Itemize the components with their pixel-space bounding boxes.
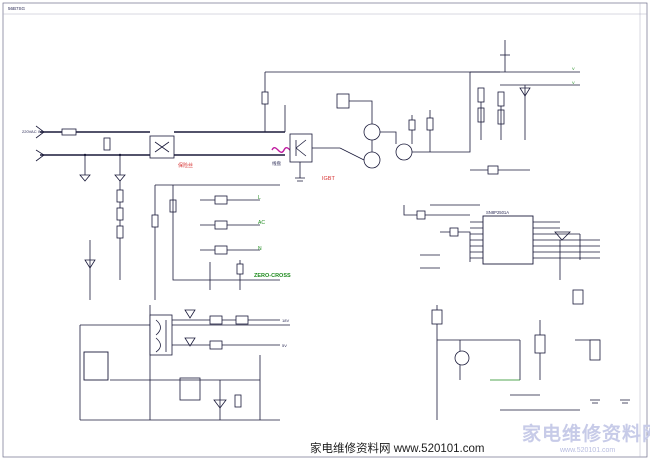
driver-q1: [363, 123, 381, 141]
sense-network: L AC N ZERO-CROSS: [84, 180, 291, 300]
net-v1: V: [572, 66, 575, 71]
driver-q2: [363, 151, 381, 169]
fuse: [61, 128, 77, 136]
coil-label: 线盘: [272, 160, 281, 166]
fuse-callout: 保险丝: [178, 162, 193, 169]
connector-j1: [431, 309, 443, 325]
connector-j2: [534, 334, 546, 354]
transformer: [149, 314, 173, 356]
control-io: [431, 289, 630, 420]
watermark-logo: 家电维修资料网: [522, 422, 650, 445]
zero-cross-label: ZERO-CROSS: [254, 273, 291, 279]
igbt-transistor: [289, 133, 313, 163]
optocoupler: [179, 377, 201, 401]
net-v2: V: [572, 80, 575, 85]
net-ac-label: AC: [258, 220, 265, 226]
mcu-chip: [482, 215, 534, 265]
watermark-url: www.520101.com: [559, 447, 615, 454]
net-l-label: L: [258, 195, 261, 201]
footer-text: 家电维修资料网 www.520101.com: [310, 441, 484, 455]
rail-18v-label: 18V: [282, 318, 289, 323]
mcu-block: SN8P2501A: [403, 204, 600, 280]
driver-q3: [395, 143, 413, 161]
rail-section: V V: [470, 40, 580, 175]
power-stage: 线盘 IGBT: [261, 71, 500, 182]
igbt-callout: IGBT: [322, 176, 335, 182]
ac-input-section: 220VAC IN 保险丝: [22, 125, 285, 182]
net-n-label: N: [258, 246, 262, 252]
mcu-part-number: SN8P2501A: [486, 210, 509, 215]
title-block-code: 56B7SG: [8, 6, 26, 11]
smps-block: 18V 5V: [79, 305, 290, 421]
power-in-label: 220VAC IN: [22, 129, 42, 134]
pwm-ic: [83, 351, 109, 381]
transistor-q4: [454, 350, 470, 366]
rail-5v-label: 5V: [282, 343, 287, 348]
connector-j3: [589, 339, 601, 361]
